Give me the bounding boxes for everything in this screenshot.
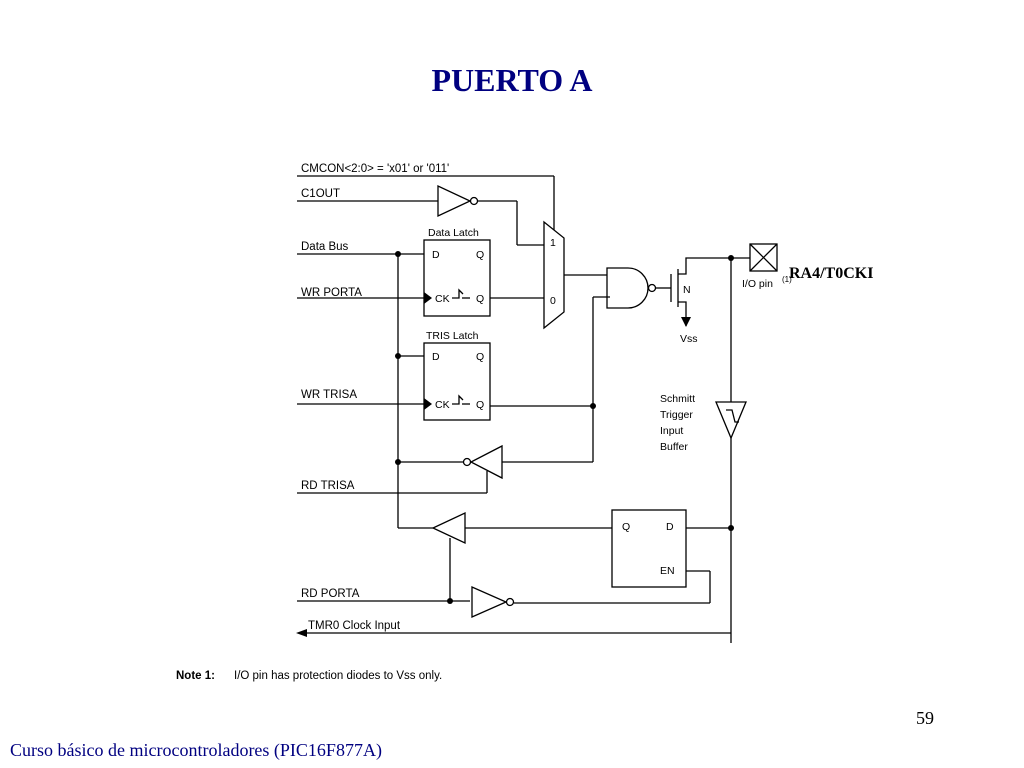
- svg-text:Q: Q: [476, 351, 484, 363]
- c1out-inverter: [437, 184, 472, 218]
- rd-porta-buffer: [431, 511, 466, 545]
- svg-text:Q: Q: [476, 399, 484, 411]
- edge-symbol: [452, 288, 464, 299]
- svg-text:CK: CK: [435, 293, 450, 305]
- rd-porta-label: RD PORTA: [301, 588, 360, 600]
- svg-text:Schmitt: Schmitt: [660, 393, 695, 405]
- tmr0-label: TMR0 Clock Input: [308, 620, 401, 632]
- clock-edge-marker: [424, 292, 432, 304]
- schmitt-trigger: [715, 401, 747, 440]
- tmr0-arrow: [296, 629, 307, 637]
- note-label: Note 1:: [176, 670, 215, 682]
- svg-text:(1): (1): [782, 275, 792, 284]
- slide-title: PUERTO A: [431, 62, 593, 98]
- nmos-transistor: [678, 257, 731, 275]
- vss-label: Vss: [680, 333, 698, 345]
- svg-text:Q: Q: [476, 249, 484, 261]
- rd-trisa-buffer: [469, 444, 503, 480]
- edge-symbol: [452, 394, 464, 405]
- pin-name-label: RA4/T0CKI: [789, 265, 873, 282]
- svg-text:Q: Q: [622, 521, 630, 533]
- vss-arrow: [681, 317, 691, 327]
- svg-text:Trigger: Trigger: [660, 409, 693, 421]
- rd-porta-inverter: [471, 586, 508, 618]
- svg-text:Q: Q: [476, 293, 484, 305]
- wr-porta-label: WR PORTA: [301, 287, 362, 299]
- data-latch-title: Data Latch: [428, 227, 479, 239]
- junction-dot: [395, 251, 401, 257]
- svg-text:CK: CK: [435, 399, 450, 411]
- svg-text:Buffer: Buffer: [660, 441, 688, 453]
- footer-text: Curso básico de microcontroladores (PIC1…: [10, 740, 382, 760]
- tris-latch-title: TRIS Latch: [426, 330, 479, 342]
- hysteresis-symbol: [726, 409, 739, 423]
- and-gate: [606, 267, 649, 309]
- io-pin-label: I/O pin: [742, 278, 773, 290]
- svg-text:N: N: [683, 284, 691, 296]
- data-latch-box: [423, 239, 491, 317]
- svg-text:EN: EN: [660, 565, 675, 577]
- data-bus-label: Data Bus: [301, 241, 349, 253]
- note-text: I/O pin has protection diodes to Vss onl…: [234, 670, 442, 682]
- multiplexer: [543, 220, 565, 330]
- svg-text:Input: Input: [660, 425, 683, 437]
- svg-text:D: D: [432, 249, 440, 261]
- input-latch-box: [611, 509, 687, 588]
- svg-text:D: D: [666, 521, 674, 533]
- page-number: 59: [916, 708, 934, 728]
- rd-trisa-label: RD TRISA: [301, 480, 355, 492]
- cmcon-label: CMCON<2:0> = 'x01' or '011': [301, 163, 449, 175]
- junction-dot: [395, 353, 401, 359]
- junction-dot: [447, 598, 453, 604]
- c1out-label: C1OUT: [301, 188, 340, 200]
- svg-text:D: D: [432, 351, 440, 363]
- tris-latch-box: [423, 342, 491, 421]
- svg-text:0: 0: [550, 295, 556, 307]
- wr-trisa-label: WR TRISA: [301, 389, 357, 401]
- clock-edge-marker: [424, 398, 432, 410]
- svg-text:1: 1: [550, 237, 556, 249]
